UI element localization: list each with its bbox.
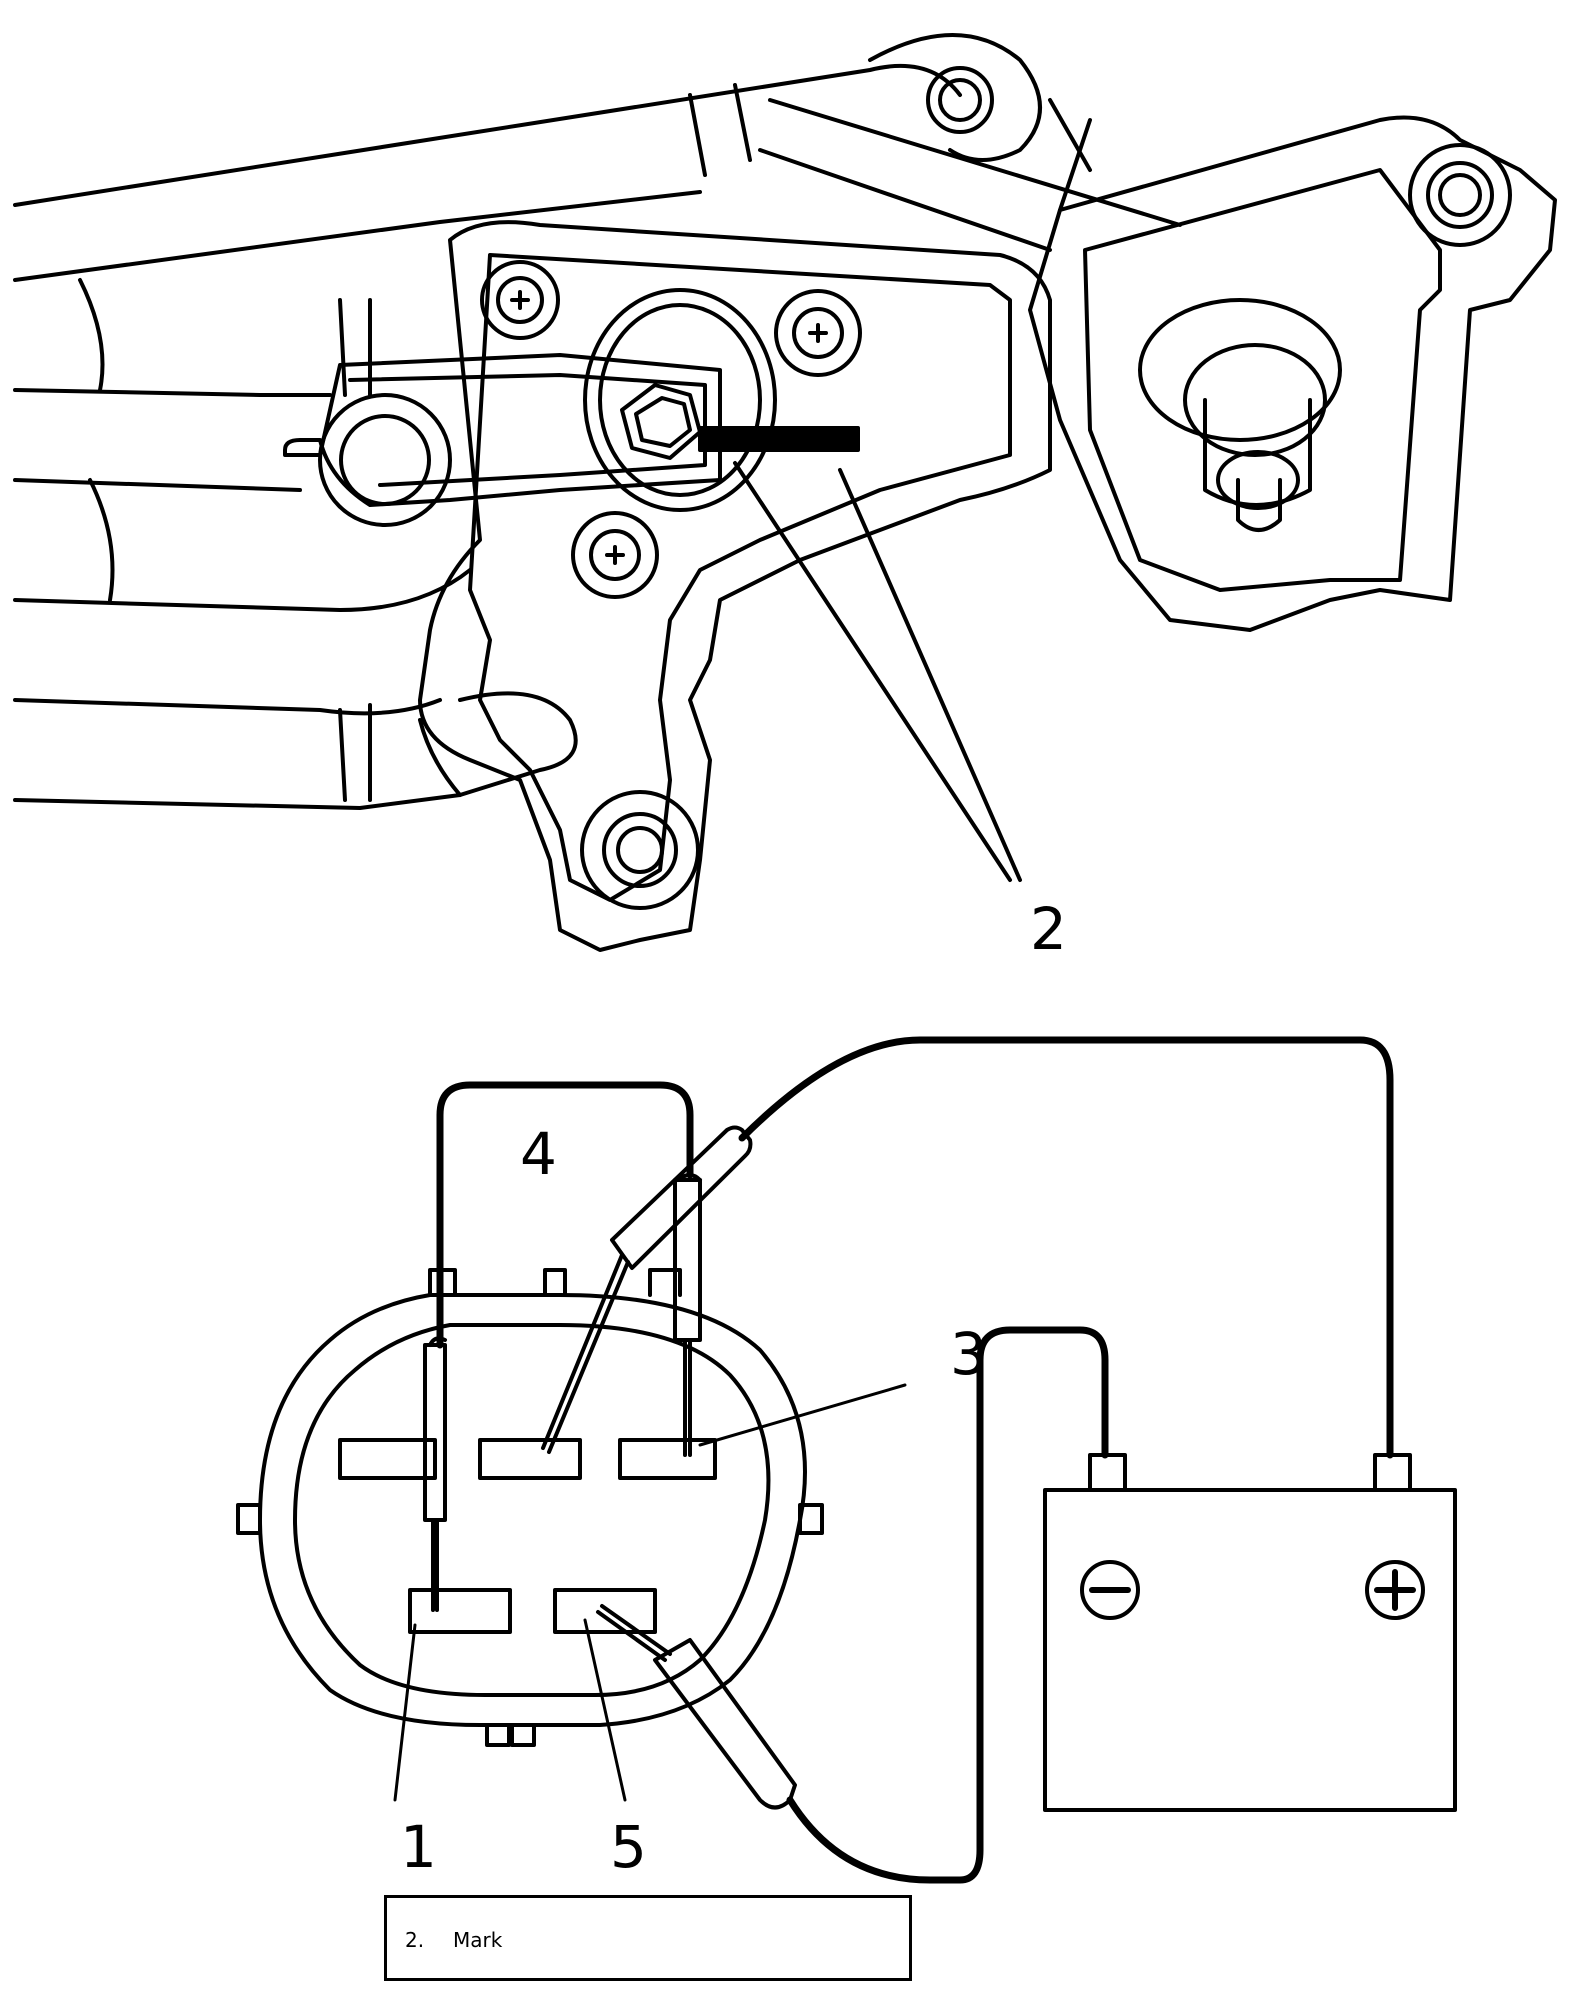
connector-test-illustration: [236, 1036, 1457, 1884]
mounting-bolt: [774, 289, 862, 377]
callout-terminal-1: 1: [400, 1813, 437, 1881]
callout-terminal-3: 3: [950, 1320, 987, 1388]
legend-box: 2. Mark: [384, 1895, 912, 1981]
mounting-bolt: [480, 260, 560, 340]
minus-icon: [1080, 1560, 1140, 1620]
callout-terminal-4: 4: [520, 1120, 557, 1188]
terminal-slot: [478, 1438, 582, 1480]
callout-mark: 2: [1030, 895, 1067, 963]
battery: [1043, 1453, 1457, 1812]
terminal-slot: [338, 1438, 437, 1480]
alignment-mark: [698, 426, 860, 452]
mounting-bolt: [571, 511, 659, 599]
terminal-slot: [408, 1588, 512, 1634]
plus-icon: [1365, 1560, 1425, 1620]
legend-text: Mark: [453, 1928, 503, 1952]
terminal-slot: [553, 1588, 657, 1634]
terminal-slot: [618, 1438, 717, 1480]
wiper-linkage-illustration: [13, 33, 1557, 952]
callout-terminal-5: 5: [610, 1813, 647, 1881]
connector-housing: [258, 1293, 807, 1727]
legend-number: 2.: [405, 1928, 425, 1952]
